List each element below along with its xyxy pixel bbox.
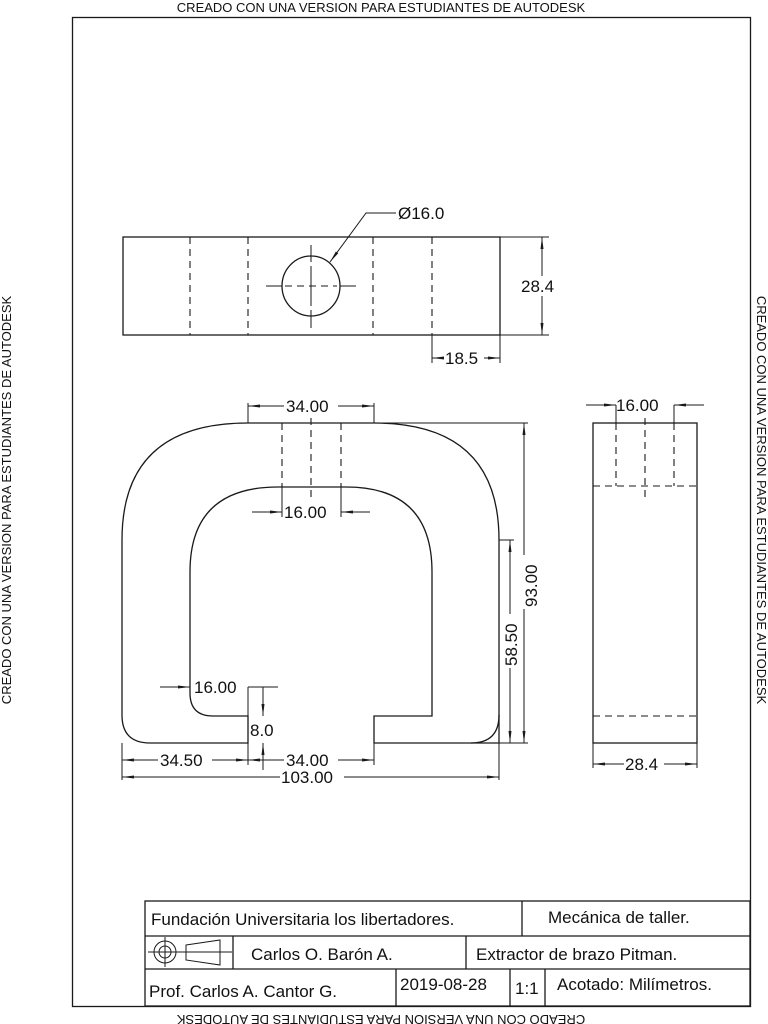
side-view: 16.00 28.4 xyxy=(586,396,704,774)
front-outer-outline xyxy=(121,422,500,744)
drawing-date: 2019-08-28 xyxy=(400,975,487,994)
title-block: Fundación Universitaria los libertadores… xyxy=(144,900,751,1007)
dim-wall-thickness: 16.00 xyxy=(194,678,237,697)
sheet-border xyxy=(71,16,752,1008)
top-view-outline xyxy=(122,236,501,336)
watermark-top: CREADO CON UNA VERSION PARA ESTUDIANTES … xyxy=(177,0,586,15)
subject-name: Mecánica de taller. xyxy=(548,908,690,927)
dim-side-hole-width: 16.00 xyxy=(616,396,659,415)
part-name: Extractor de brazo Pitman. xyxy=(476,945,677,964)
watermark-right: CREADO CON UNA VERSION PARA ESTUDIANTES … xyxy=(754,296,768,705)
front-view: 34.00 16.00 93.00 58.50 16.00 8.0 34.50 xyxy=(121,396,541,787)
watermark-left: CREADO CON UNA VERSION PARA ESTUDIANTES … xyxy=(0,295,14,704)
dim-right-leg-height: 58.50 xyxy=(502,623,521,666)
professor-name: Prof. Carlos A. Cantor G. xyxy=(149,982,337,1001)
units-note: Acotado: Milímetros. xyxy=(557,975,712,994)
dim-left-offset: 34.50 xyxy=(160,751,203,770)
dim-overall-width: 103.00 xyxy=(281,768,333,787)
dim-hole-diameter: Ø16.0 xyxy=(398,204,444,223)
author-name: Carlos O. Barón A. xyxy=(251,945,393,964)
top-view: Ø16.0 28.4 18.5 xyxy=(122,204,562,368)
dim-opening-width: 34.00 xyxy=(286,751,329,770)
drawing-scale: 1:1 xyxy=(515,979,539,998)
dim-overall-height: 93.00 xyxy=(522,564,541,607)
dim-side-width: 28.4 xyxy=(625,755,658,774)
dim-hole-width: 16.00 xyxy=(284,503,327,522)
institution-name: Fundación Universitaria los libertadores… xyxy=(151,910,454,929)
dim-top-height: 28.4 xyxy=(521,277,554,296)
first-angle-projection-icon xyxy=(148,937,232,967)
dim-step-height: 8.0 xyxy=(250,721,274,740)
watermark-bottom: CREADO CON UNA VERSION PARA ESTUDIANTES … xyxy=(176,1012,585,1024)
dim-top-offset: 18.5 xyxy=(445,349,478,368)
dim-top-width: 34.00 xyxy=(286,397,329,416)
